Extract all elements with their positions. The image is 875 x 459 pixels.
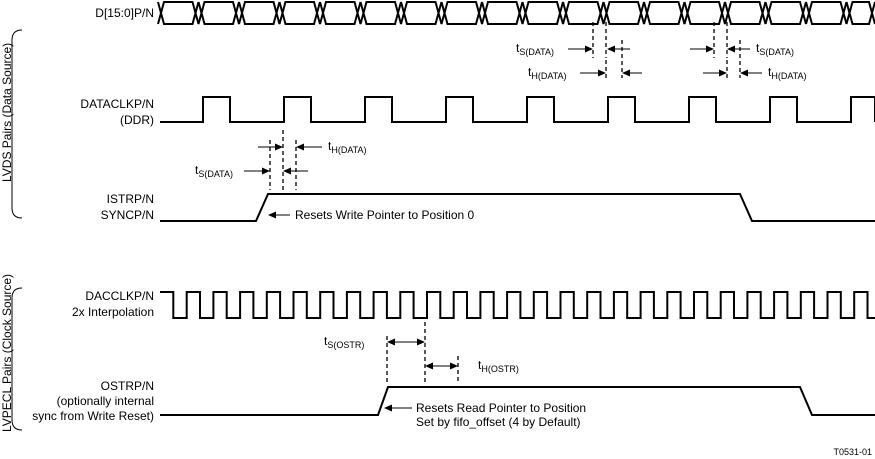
istr-waveform	[160, 193, 875, 222]
setup-data-label-left: tS(DATA)	[516, 41, 554, 57]
dataclk-waveform	[160, 96, 875, 123]
data-bus-waveform	[157, 1, 875, 25]
hold-data-label-istr: tH(DATA)	[328, 139, 367, 155]
dataclk-ddr-label: (DDR)	[120, 113, 154, 127]
ostr-waveform	[160, 386, 875, 416]
data-bus-timing-markers	[568, 22, 762, 80]
dacclk-waveform	[160, 291, 875, 319]
lvds-bracket	[11, 29, 23, 219]
data-bus-eye-path	[157, 1, 875, 25]
hold-ostr-label: tH(OSTR)	[478, 358, 519, 374]
data-bus-label: D[15:0]P/N	[95, 6, 154, 20]
ostr-note-line1: (optionally internal	[57, 394, 154, 408]
read-reset-annotation-line1: Resets Read Pointer to Position	[416, 401, 586, 415]
write-reset-annotation: Resets Write Pointer to Position 0	[295, 208, 475, 222]
lvpecl-group-label: LVPECL Pairs (Clock Source)	[0, 274, 23, 432]
ostr-timing-markers	[386, 322, 459, 382]
ostr-label: OSTRP/N	[101, 379, 154, 393]
sync-label: SYNCP/N	[101, 208, 154, 222]
lvds-side-label: LVDS Pairs (Data Source)	[0, 43, 14, 182]
hold-data-label-right: tH(DATA)	[768, 65, 807, 81]
hold-data-label-left: tH(DATA)	[528, 65, 567, 81]
setup-data-label-right: tS(DATA)	[756, 41, 794, 57]
setup-ostr-label: tS(OSTR)	[324, 334, 364, 350]
lvds-group-label: LVDS Pairs (Data Source)	[0, 29, 23, 219]
figure-id: T0531-01	[833, 447, 872, 457]
read-reset-arrowhead	[384, 404, 392, 412]
interpolation-label: 2x Interpolation	[72, 305, 154, 319]
read-reset-annotation-line2: Set by fifo_offset (4 by Default)	[416, 415, 581, 429]
lvpecl-side-label: LVPECL Pairs (Clock Source)	[0, 274, 14, 432]
istr-timing-markers	[244, 130, 322, 190]
dataclk-label: DATACLKP/N	[80, 97, 154, 111]
istr-label: ISTRP/N	[107, 192, 154, 206]
setup-data-label-istr: tS(DATA)	[195, 163, 233, 179]
write-reset-arrowhead	[268, 211, 276, 219]
dacclk-label: DACCLKP/N	[85, 289, 154, 303]
ostr-note-line2: sync from Write Reset)	[32, 409, 154, 423]
lvpecl-bracket	[11, 287, 23, 431]
